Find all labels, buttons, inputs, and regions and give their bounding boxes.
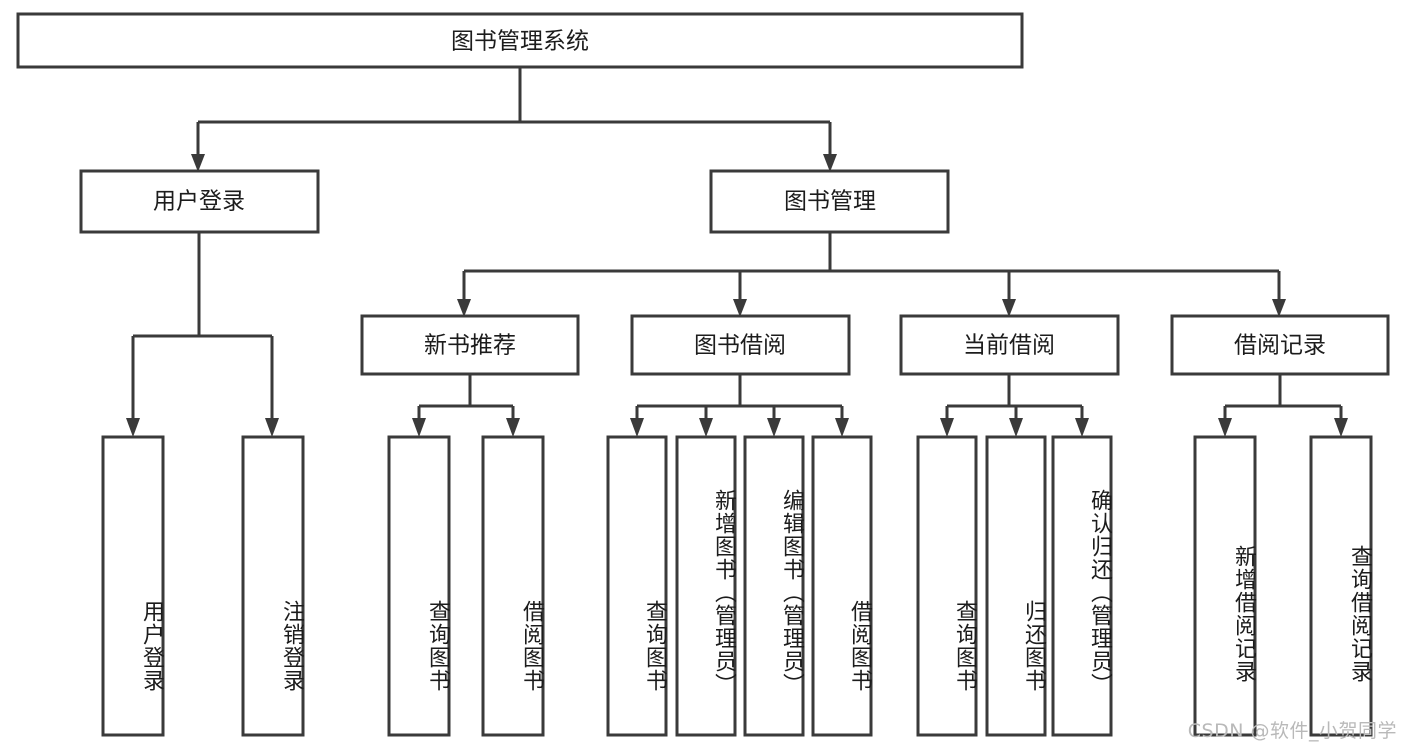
leaf-box-borrow-book[interactable] xyxy=(811,435,873,737)
arrow-book-borrow-leaf-3 xyxy=(767,418,781,437)
node-book-borrow-label: 图书借阅 xyxy=(694,333,786,359)
node-current-borrow-box[interactable] xyxy=(899,314,1120,376)
arrow-book-manage-to-current-borrow xyxy=(1002,299,1016,317)
node-new-book-recommend-box[interactable] xyxy=(360,314,580,376)
node-book-manage-label: 图书管理 xyxy=(784,189,876,215)
node-borrow-record-box[interactable] xyxy=(1170,314,1390,376)
leaf-box-borrow-book-rec[interactable] xyxy=(481,435,545,737)
node-user-login-box[interactable] xyxy=(79,169,320,234)
arrow-current-borrow-leaf-3 xyxy=(1075,418,1089,437)
node-borrow-record[interactable]: 借阅记录 xyxy=(1170,314,1390,376)
arrow-book-borrow-leaf-2 xyxy=(699,418,713,437)
arrow-new-book-leaf-1 xyxy=(412,418,426,437)
arrow-borrow-record-leaf-2 xyxy=(1334,418,1348,437)
node-current-borrow[interactable]: 当前借阅 xyxy=(899,314,1120,376)
node-user-login-label: 用户登录 xyxy=(153,189,245,215)
arrow-current-borrow-leaf-2 xyxy=(1009,418,1023,437)
node-borrow-record-label: 借阅记录 xyxy=(1234,333,1326,359)
arrow-book-borrow-leaf-4 xyxy=(835,418,849,437)
leaf-box-return-book[interactable] xyxy=(985,435,1047,737)
node-new-book-recommend[interactable]: 新书推荐 xyxy=(360,314,580,376)
arrow-current-borrow-leaf-1 xyxy=(940,418,954,437)
node-book-manage[interactable]: 图书管理 xyxy=(709,169,950,234)
leaf-box-query-book-rec[interactable] xyxy=(387,435,451,737)
leaf-box-add-book[interactable] xyxy=(675,435,737,737)
node-book-borrow-box[interactable] xyxy=(630,314,851,376)
node-new-book-recommend-label: 新书推荐 xyxy=(424,333,516,359)
arrow-book-manage-to-book-borrow xyxy=(733,299,747,317)
arrow-book-manage-to-new-book xyxy=(457,299,471,317)
arrow-user-login-leaf-1 xyxy=(126,418,140,437)
csdn-watermark: CSDN @软件_小贺同学 xyxy=(1187,720,1397,742)
leaf-boxes-group xyxy=(101,435,1373,737)
connector-lines-group xyxy=(126,67,1348,437)
arrow-borrow-record-leaf-1 xyxy=(1218,418,1232,437)
leaf-box-edit-book[interactable] xyxy=(743,435,805,737)
leaf-box-query-book-cur[interactable] xyxy=(916,435,978,737)
arrow-user-login-leaf-2 xyxy=(265,418,279,437)
node-book-borrow[interactable]: 图书借阅 xyxy=(630,314,851,376)
leaf-box-user-login[interactable] xyxy=(101,435,165,737)
node-root-box[interactable] xyxy=(16,12,1024,69)
node-current-borrow-label: 当前借阅 xyxy=(963,333,1055,359)
leaf-box-query-book-borrow[interactable] xyxy=(606,435,668,737)
arrow-book-borrow-leaf-1 xyxy=(630,418,644,437)
leaf-box-user-logout[interactable] xyxy=(241,435,305,737)
arrow-root-to-book-manage xyxy=(823,154,837,172)
arrow-new-book-leaf-2 xyxy=(506,418,520,437)
node-root-label: 图书管理系统 xyxy=(451,29,589,55)
leaf-box-add-record[interactable] xyxy=(1193,435,1257,737)
node-root[interactable]: 图书管理系统 xyxy=(16,12,1024,69)
leaf-box-query-record[interactable] xyxy=(1309,435,1373,737)
arrow-book-manage-to-borrow-record xyxy=(1272,299,1286,317)
leaf-box-confirm-return[interactable] xyxy=(1051,435,1113,737)
arrow-root-to-user-login xyxy=(191,154,205,172)
node-book-manage-box[interactable] xyxy=(709,169,950,234)
node-user-login[interactable]: 用户登录 xyxy=(79,169,320,234)
